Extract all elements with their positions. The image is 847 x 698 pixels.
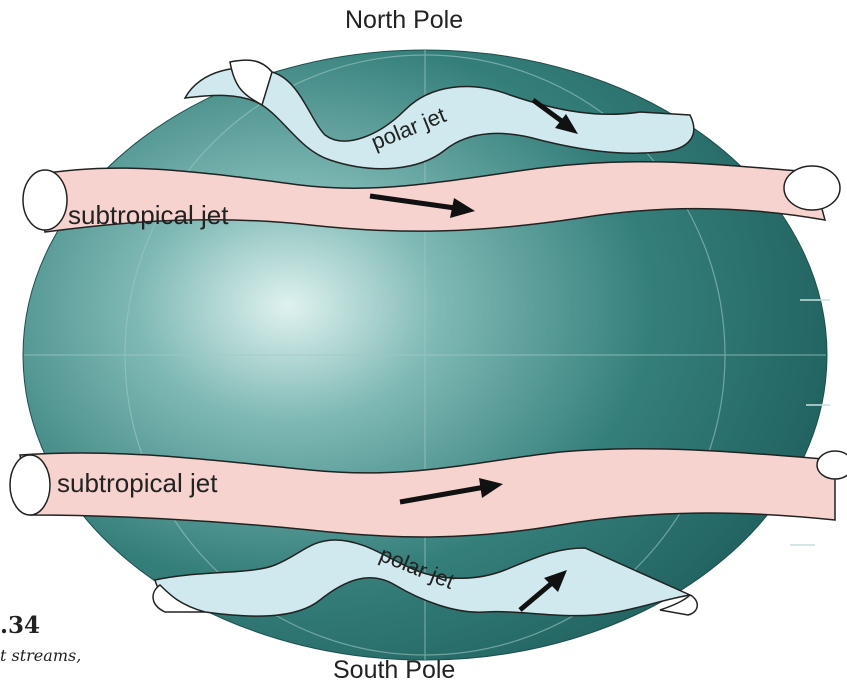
label-subtropical-jet-north: subtropical jet (68, 200, 229, 230)
south-pole-label: South Pole (333, 656, 455, 685)
label-subtropical-jet-south: subtropical jet (57, 468, 218, 498)
figure-number: .34 (0, 612, 40, 639)
figure-caption: t streams, (0, 646, 81, 665)
north-pole-label: North Pole (345, 6, 463, 35)
